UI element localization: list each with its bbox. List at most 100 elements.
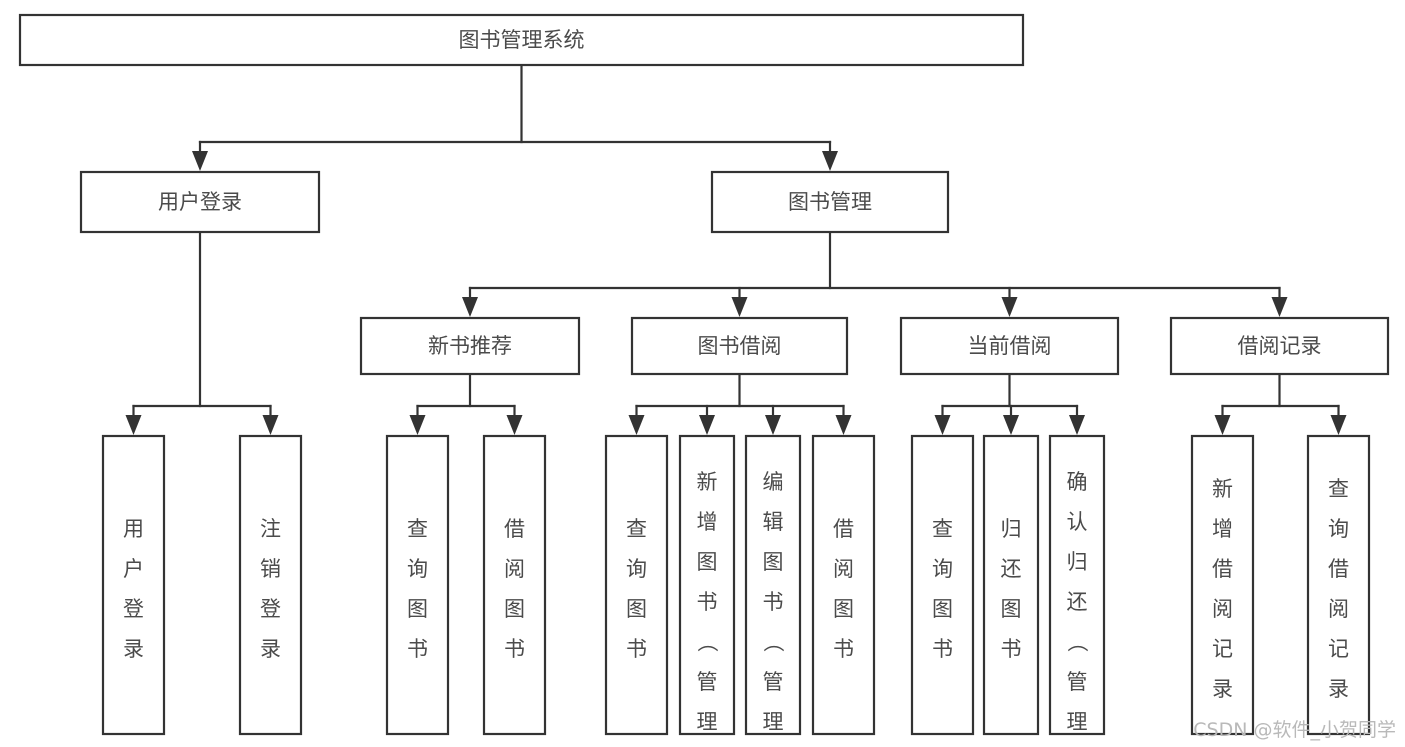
arrow-head-icon <box>506 415 523 435</box>
arrow-head-icon <box>1001 297 1018 317</box>
node-label-glyph: 管 <box>763 670 784 694</box>
node-label-glyph: 书 <box>697 590 718 614</box>
node-label: 图书管理系统 <box>459 28 585 52</box>
node-label-glyph: 图 <box>932 597 953 621</box>
node-新书推荐[interactable]: 新书推荐 <box>359 316 581 376</box>
node-label-glyph: 管 <box>1067 670 1088 694</box>
node-label-glyph: 还 <box>1067 590 1088 614</box>
node-box[interactable] <box>710 170 950 234</box>
node-label-glyph: 询 <box>407 557 428 581</box>
node-label-glyph: 询 <box>1328 517 1349 541</box>
node-label-glyph: 理 <box>763 710 784 734</box>
node-label-glyph: 书 <box>407 637 428 661</box>
node-label-glyph: 图 <box>1001 597 1022 621</box>
connector-layer <box>125 63 1347 435</box>
node-label-glyph: 阅 <box>504 557 525 581</box>
node-label-glyph: 借 <box>833 517 854 541</box>
node-label-glyph: 图 <box>407 597 428 621</box>
connector-group <box>192 63 838 171</box>
node-图书借阅[interactable]: 图书借阅 <box>630 316 849 376</box>
node-box[interactable] <box>101 434 166 736</box>
node-label-glyph: 询 <box>932 557 953 581</box>
node-label-glyph: 录 <box>260 637 281 661</box>
node-box[interactable] <box>811 434 876 736</box>
node-图书管理[interactable]: 图书管理 <box>710 170 950 234</box>
node-label-glyph: 书 <box>1001 637 1022 661</box>
node-box[interactable] <box>1048 434 1106 736</box>
node-label-glyph: 辑 <box>763 510 784 534</box>
node-label-glyph: 销 <box>260 557 281 581</box>
arrow-head-icon <box>1214 415 1231 435</box>
connector-group <box>462 230 1288 317</box>
node-label-glyph: 增 <box>1212 517 1233 541</box>
arrow-head-icon <box>1069 415 1085 435</box>
node-label-glyph: 查 <box>626 517 647 541</box>
node-label-glyph: 录 <box>123 637 144 661</box>
node-box[interactable] <box>630 316 849 376</box>
node-box[interactable] <box>1190 434 1255 736</box>
node-box[interactable] <box>910 434 975 736</box>
node-label-glyph: 阅 <box>1212 597 1233 621</box>
node-box[interactable] <box>899 316 1120 376</box>
node-用户登录[interactable]: 用户登录 <box>79 170 321 234</box>
arrow-head-icon <box>262 415 279 435</box>
node-label-glyph: 登 <box>260 597 281 621</box>
node-label-glyph: 确 <box>1067 470 1088 494</box>
arrow-head-icon <box>934 415 951 435</box>
node-box[interactable] <box>744 434 802 736</box>
node-box[interactable] <box>359 316 581 376</box>
arrow-head-icon <box>628 415 645 435</box>
node-box[interactable] <box>385 434 450 736</box>
node-label-glyph: 增 <box>697 510 718 534</box>
node-box[interactable] <box>678 434 736 736</box>
node-label-glyph: 借 <box>504 517 525 541</box>
arrow-head-icon <box>462 297 478 317</box>
connector-group <box>934 372 1085 435</box>
connector-group <box>628 372 852 435</box>
node-当前借阅[interactable]: 当前借阅 <box>899 316 1120 376</box>
node-label-glyph: 借 <box>1328 557 1349 581</box>
node-label-glyph: 图 <box>833 597 854 621</box>
node-box[interactable] <box>1169 316 1390 376</box>
node-box[interactable] <box>604 434 669 736</box>
node-box[interactable] <box>1306 434 1371 736</box>
node-借阅记录[interactable]: 借阅记录 <box>1169 316 1390 376</box>
node-label-glyph: 录 <box>1212 677 1233 701</box>
node-label-glyph: 录 <box>1328 677 1349 701</box>
node-box[interactable] <box>482 434 547 736</box>
node-label-glyph: 查 <box>407 517 428 541</box>
node-label-glyph: 认 <box>1067 510 1088 534</box>
arrow-head-icon <box>125 415 142 435</box>
node-label-glyph: 图 <box>763 550 784 574</box>
node-label-glyph: 书 <box>504 637 525 661</box>
node-box[interactable] <box>238 434 303 736</box>
arrow-head-icon <box>822 151 838 171</box>
node-图书管理系统[interactable]: 图书管理系统 <box>18 13 1025 67</box>
node-box[interactable] <box>18 13 1025 67</box>
node-label-glyph: 新 <box>697 470 718 494</box>
node-label-glyph: 借 <box>1212 557 1233 581</box>
node-label-glyph: 查 <box>1328 477 1349 501</box>
node-box[interactable] <box>982 434 1040 736</box>
node-用户登录[interactable]: 用户登录 <box>101 434 166 736</box>
node-label: 用户登录 <box>158 190 242 214</box>
node-label-glyph: 记 <box>1212 637 1233 661</box>
node-label-glyph: 阅 <box>833 557 854 581</box>
node-label-glyph: 图 <box>626 597 647 621</box>
node-box[interactable] <box>79 170 321 234</box>
node-label: 当前借阅 <box>968 334 1052 358</box>
node-label: 图书借阅 <box>698 334 782 358</box>
